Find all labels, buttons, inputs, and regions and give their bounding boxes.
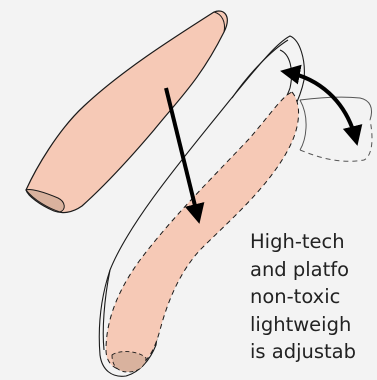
caption-line-2: and platfo bbox=[250, 256, 356, 284]
shoe-rim-outer bbox=[232, 40, 288, 98]
caption-line-1: High-tech bbox=[250, 228, 356, 256]
flexed-insole-side bbox=[300, 100, 306, 150]
description-caption: High-tech and platfo non-toxic lightweig… bbox=[250, 228, 356, 366]
placed-heel-pad bbox=[112, 352, 146, 372]
caption-line-4: lightweigh bbox=[250, 311, 356, 339]
insole-body bbox=[26, 11, 227, 213]
arrow-down-icon bbox=[166, 88, 198, 218]
flexed-insole bbox=[300, 97, 372, 161]
flexed-insole-bottom bbox=[300, 120, 372, 161]
loose-insole bbox=[26, 11, 227, 213]
caption-line-5: is adjustab bbox=[250, 338, 356, 366]
caption-line-3: non-toxic bbox=[250, 283, 356, 311]
